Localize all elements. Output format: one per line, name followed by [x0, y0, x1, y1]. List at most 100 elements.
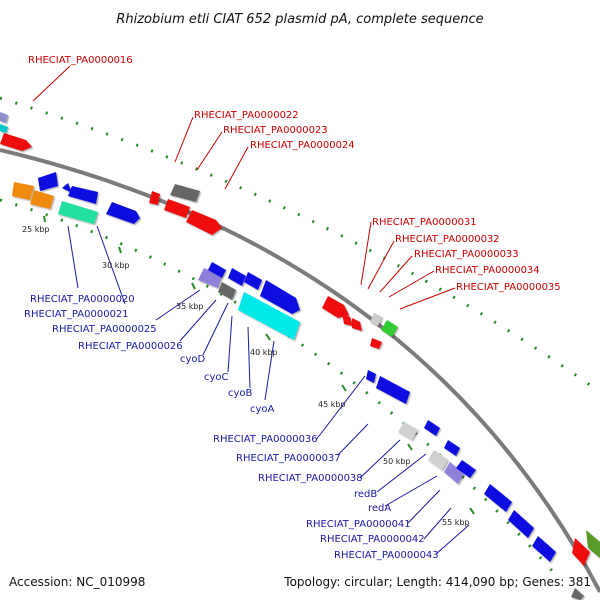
gene-label: RHECIAT_PA0000034: [435, 265, 540, 276]
gene-arrow: [571, 588, 584, 600]
kbp-tick-mark: [469, 507, 475, 515]
gene-label: RHECIAT_PA0000033: [414, 249, 519, 260]
leader-line: [247, 326, 251, 389]
gene-label: RHECIAT_PA0000041: [306, 519, 411, 530]
kbp-ticks: 25 kbp 30 kbp 35 kbp 40 kbp 45 kbp 50 kb…: [22, 215, 475, 527]
gene-arrow: [366, 370, 376, 383]
gene-label: RHECIAT_PA0000021: [24, 309, 129, 320]
leader-line: [224, 146, 249, 190]
gene-label: RHECIAT_PA0000022: [194, 110, 299, 121]
outer-gene-labels: RHECIAT_PA0000016 RHECIAT_PA0000022 RHEC…: [28, 55, 561, 293]
gene-label: RHECIAT_PA0000026: [78, 341, 183, 352]
gene-arrow: [244, 272, 262, 290]
gene-label: cyoB: [228, 388, 253, 399]
gene-arrow: [370, 313, 382, 326]
gene-arrow: [398, 422, 418, 440]
gene-arrow: [228, 268, 246, 286]
gene-arrow: [352, 318, 362, 331]
leader-line: [423, 507, 452, 540]
map-title: Rhizobium etli CIAT 652 plasmid pA, comp…: [116, 12, 483, 27]
gene-arrow: [0, 133, 32, 151]
kbp-tick-mark: [341, 384, 347, 392]
kbp-tick-label: 25 kbp: [22, 225, 50, 234]
kbp-tick-mark: [43, 215, 46, 223]
leader-line: [407, 489, 441, 524]
kbp-tick-label: 40 kbp: [250, 348, 278, 357]
gene-label: RHECIAT_PA0000037: [236, 453, 341, 464]
gene-label: RHECIAT_PA0000031: [372, 217, 477, 228]
gene-arrow: [444, 440, 460, 456]
leader-line: [264, 340, 275, 401]
outer-leader-lines: [32, 65, 456, 310]
leader-line: [384, 475, 438, 507]
gene-arrow: [149, 191, 160, 205]
kbp-tick-label: 30 kbp: [102, 261, 130, 270]
gene-arrow: [456, 460, 476, 478]
gene-label: RHECIAT_PA0000036: [213, 434, 318, 445]
leader-line: [67, 225, 79, 289]
gene-arrow: [68, 186, 98, 204]
gene-label: cyoA: [250, 404, 275, 415]
inner-gene-labels: RHECIAT_PA0000020 RHECIAT_PA0000021 RHEC…: [24, 294, 439, 561]
gene-arrow: [218, 282, 236, 300]
gene-label: redA: [368, 503, 391, 514]
gene-arrow: [30, 190, 54, 209]
gene-arrow: [370, 338, 382, 349]
kbp-tick-mark: [407, 443, 413, 451]
leader-line: [360, 221, 372, 286]
gene-arrow: [170, 184, 200, 202]
kbp-tick-label: 55 kbp: [442, 518, 470, 527]
gene-label: RHECIAT_PA0000042: [320, 534, 425, 545]
gene-arrow: [424, 420, 440, 436]
gene-label: RHECIAT_PA0000025: [52, 324, 157, 335]
leader-line: [227, 315, 233, 373]
gene-arrow: [0, 112, 8, 123]
gene-label: RHECIAT_PA0000023: [223, 125, 328, 136]
kbp-tick-label: 50 kbp: [383, 457, 411, 466]
gene-label: RHECIAT_PA0000020: [30, 294, 135, 305]
kbp-tick-mark: [191, 282, 196, 290]
leader-line: [359, 439, 401, 479]
kbp-tick-label: 35 kbp: [176, 302, 204, 311]
gene-label: RHECIAT_PA0000038: [258, 473, 363, 484]
leader-line: [196, 131, 223, 171]
leader-line: [96, 225, 126, 305]
gene-arrow: [38, 172, 58, 191]
leader-line: [388, 270, 435, 298]
inner-leader-lines: [67, 225, 470, 555]
gene-arrow: [62, 183, 72, 193]
gene-label: cyoD: [180, 354, 206, 365]
leader-line: [399, 287, 456, 310]
gene-arrow: [186, 210, 222, 235]
gene-label: RHECIAT_PA0000016: [28, 55, 133, 66]
kbp-tick-mark: [265, 333, 271, 341]
gene-arrow: [322, 296, 349, 318]
gene-arrow: [572, 538, 590, 566]
gene-arrow: [508, 510, 534, 538]
reverse-genes: [12, 172, 556, 562]
gene-arrow: [376, 376, 410, 404]
forward-genes: [0, 112, 600, 600]
leader-line: [337, 423, 369, 456]
gene-arrow: [260, 280, 300, 314]
gene-arrow: [428, 450, 448, 470]
outer-dotted-ring: [0, 96, 600, 394]
gene-arrow: [342, 313, 353, 326]
gene-arrow: [164, 199, 190, 218]
gene-label: RHECIAT_PA0000032: [395, 234, 500, 245]
topology-info-text: Topology: circular; Length: 414,090 bp; …: [283, 575, 591, 589]
leader-line: [179, 299, 217, 342]
leader-line: [379, 255, 413, 293]
gene-arrow: [58, 201, 98, 224]
gene-label: RHECIAT_PA0000043: [334, 550, 439, 561]
gene-arrow: [238, 292, 300, 340]
plasmid-backbone: [0, 148, 600, 593]
gene-arrow: [532, 536, 556, 562]
gene-label: redB: [354, 489, 377, 500]
kbp-tick-mark: [118, 246, 122, 254]
leader-line: [202, 302, 229, 356]
leader-line: [174, 116, 194, 163]
kbp-tick-label: 45 kbp: [318, 400, 346, 409]
gene-label: cyoC: [204, 372, 229, 383]
gene-arrow: [198, 268, 222, 288]
